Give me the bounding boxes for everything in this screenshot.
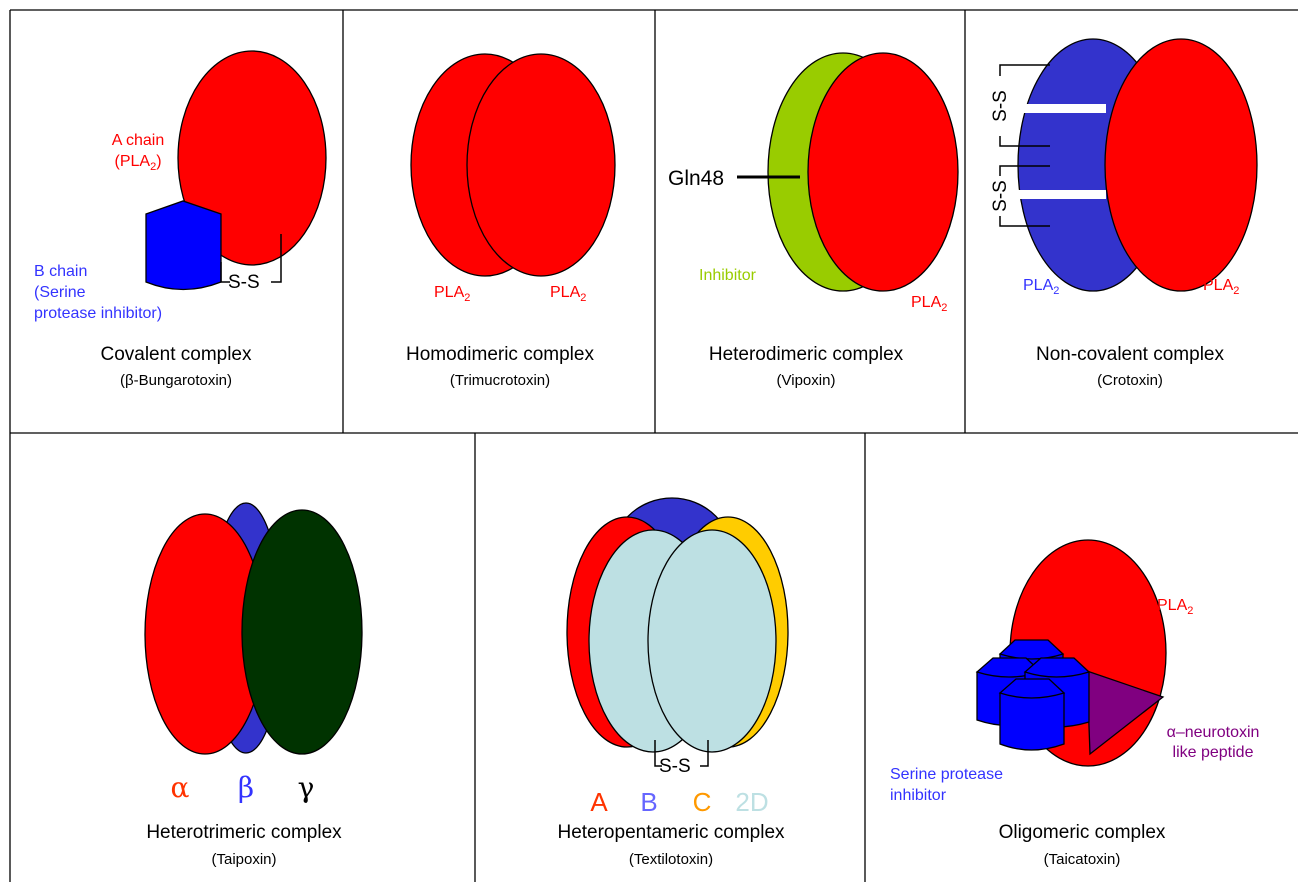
heterodimeric-example: (Vipoxin) [777, 372, 836, 389]
d-subunit-right-ellipse [648, 530, 776, 752]
noncovalent-example: (Crotoxin) [1097, 372, 1163, 389]
alpha-label: α [171, 771, 190, 804]
serine-inhibitor-sublabel: inhibitor [890, 787, 947, 804]
heterotrimeric-example: (Taipoxin) [211, 851, 276, 868]
a-chain-subtitle: (PLA2) [114, 153, 161, 173]
pla2-left-label: PLA2 [434, 284, 470, 304]
disulfide-bar-top [1016, 104, 1106, 113]
b-chain-sub1: (Serine [34, 284, 86, 301]
disulfide-label: S-S [228, 272, 260, 293]
noncovalent-caption: Non-covalent complex [1036, 344, 1224, 365]
a-label: A [590, 787, 608, 817]
d-label: 2D [735, 787, 768, 817]
panel-homodimeric: PLA2 PLA2 Homodimeric complex (Trimucrot… [406, 54, 615, 389]
oligomeric-example: (Taicatoxin) [1044, 851, 1121, 868]
panel-heterotrimeric: α β γ Heterotrimeric complex (Taipoxin) [145, 503, 362, 868]
homodimeric-example: (Trimucrotoxin) [450, 372, 550, 389]
covalent-caption: Covalent complex [100, 344, 252, 365]
pla2-right-ellipse [467, 54, 615, 276]
disulfide-bar-bottom [1016, 190, 1106, 199]
serine-inhibitor-label: Serine protease [890, 766, 1003, 783]
serine-inhibitor-prism-front [1000, 679, 1064, 750]
a-chain-label: A chain [112, 132, 164, 149]
b-chain-hexagon [146, 201, 221, 290]
heterotrimeric-caption: Heterotrimeric complex [146, 822, 342, 843]
pla2-red-ellipse [1105, 39, 1257, 291]
heteropentameric-caption: Heteropentameric complex [557, 822, 785, 843]
neurotoxin-sublabel: like peptide [1173, 744, 1254, 761]
gamma-subunit-ellipse [242, 510, 362, 754]
c-label: C [693, 787, 712, 817]
disulfide-label: S-S [659, 756, 691, 777]
inhibitor-label: Inhibitor [699, 267, 757, 284]
gamma-label: γ [298, 771, 315, 804]
pla2-blue-label: PLA2 [1023, 277, 1059, 297]
pla2-label: PLA2 [911, 294, 947, 314]
panel-covalent: S-S A chain (PLA2) B chain (Serine prote… [34, 51, 326, 389]
heteropentameric-example: (Textilotoxin) [629, 851, 713, 868]
beta-label: β [238, 771, 254, 804]
pla2-red-label: PLA2 [1203, 277, 1239, 297]
b-label: B [640, 787, 657, 817]
panel-heterodimeric: Gln48 Inhibitor PLA2 Heterodimeric compl… [668, 53, 958, 389]
neurotoxin-label: α–neurotoxin [1167, 724, 1260, 741]
heterodimeric-caption: Heterodimeric complex [709, 344, 904, 365]
homodimeric-caption: Homodimeric complex [406, 344, 594, 365]
disulfide-label-bottom: S-S [990, 180, 1011, 212]
covalent-example: (β-Bungarotoxin) [120, 372, 232, 389]
disulfide-label-top: S-S [990, 90, 1011, 122]
pla2-label: PLA2 [1157, 597, 1193, 617]
pla2-right-label: PLA2 [550, 284, 586, 304]
oligomeric-caption: Oligomeric complex [999, 822, 1166, 843]
panel-noncovalent: S-S S-S PLA2 PLA2 Non-covalent complex (… [990, 39, 1257, 389]
pla2-ellipse [808, 53, 958, 291]
b-chain-label: B chain [34, 263, 87, 280]
panel-oligomeric: PLA2 α–neurotoxin like peptide Serine pr… [890, 540, 1259, 868]
gln48-label: Gln48 [668, 167, 724, 190]
panel-heteropentameric: S-S A B C 2D Heteropentameric complex (T… [557, 498, 788, 868]
b-chain-sub2: protease inhibitor) [34, 305, 162, 322]
